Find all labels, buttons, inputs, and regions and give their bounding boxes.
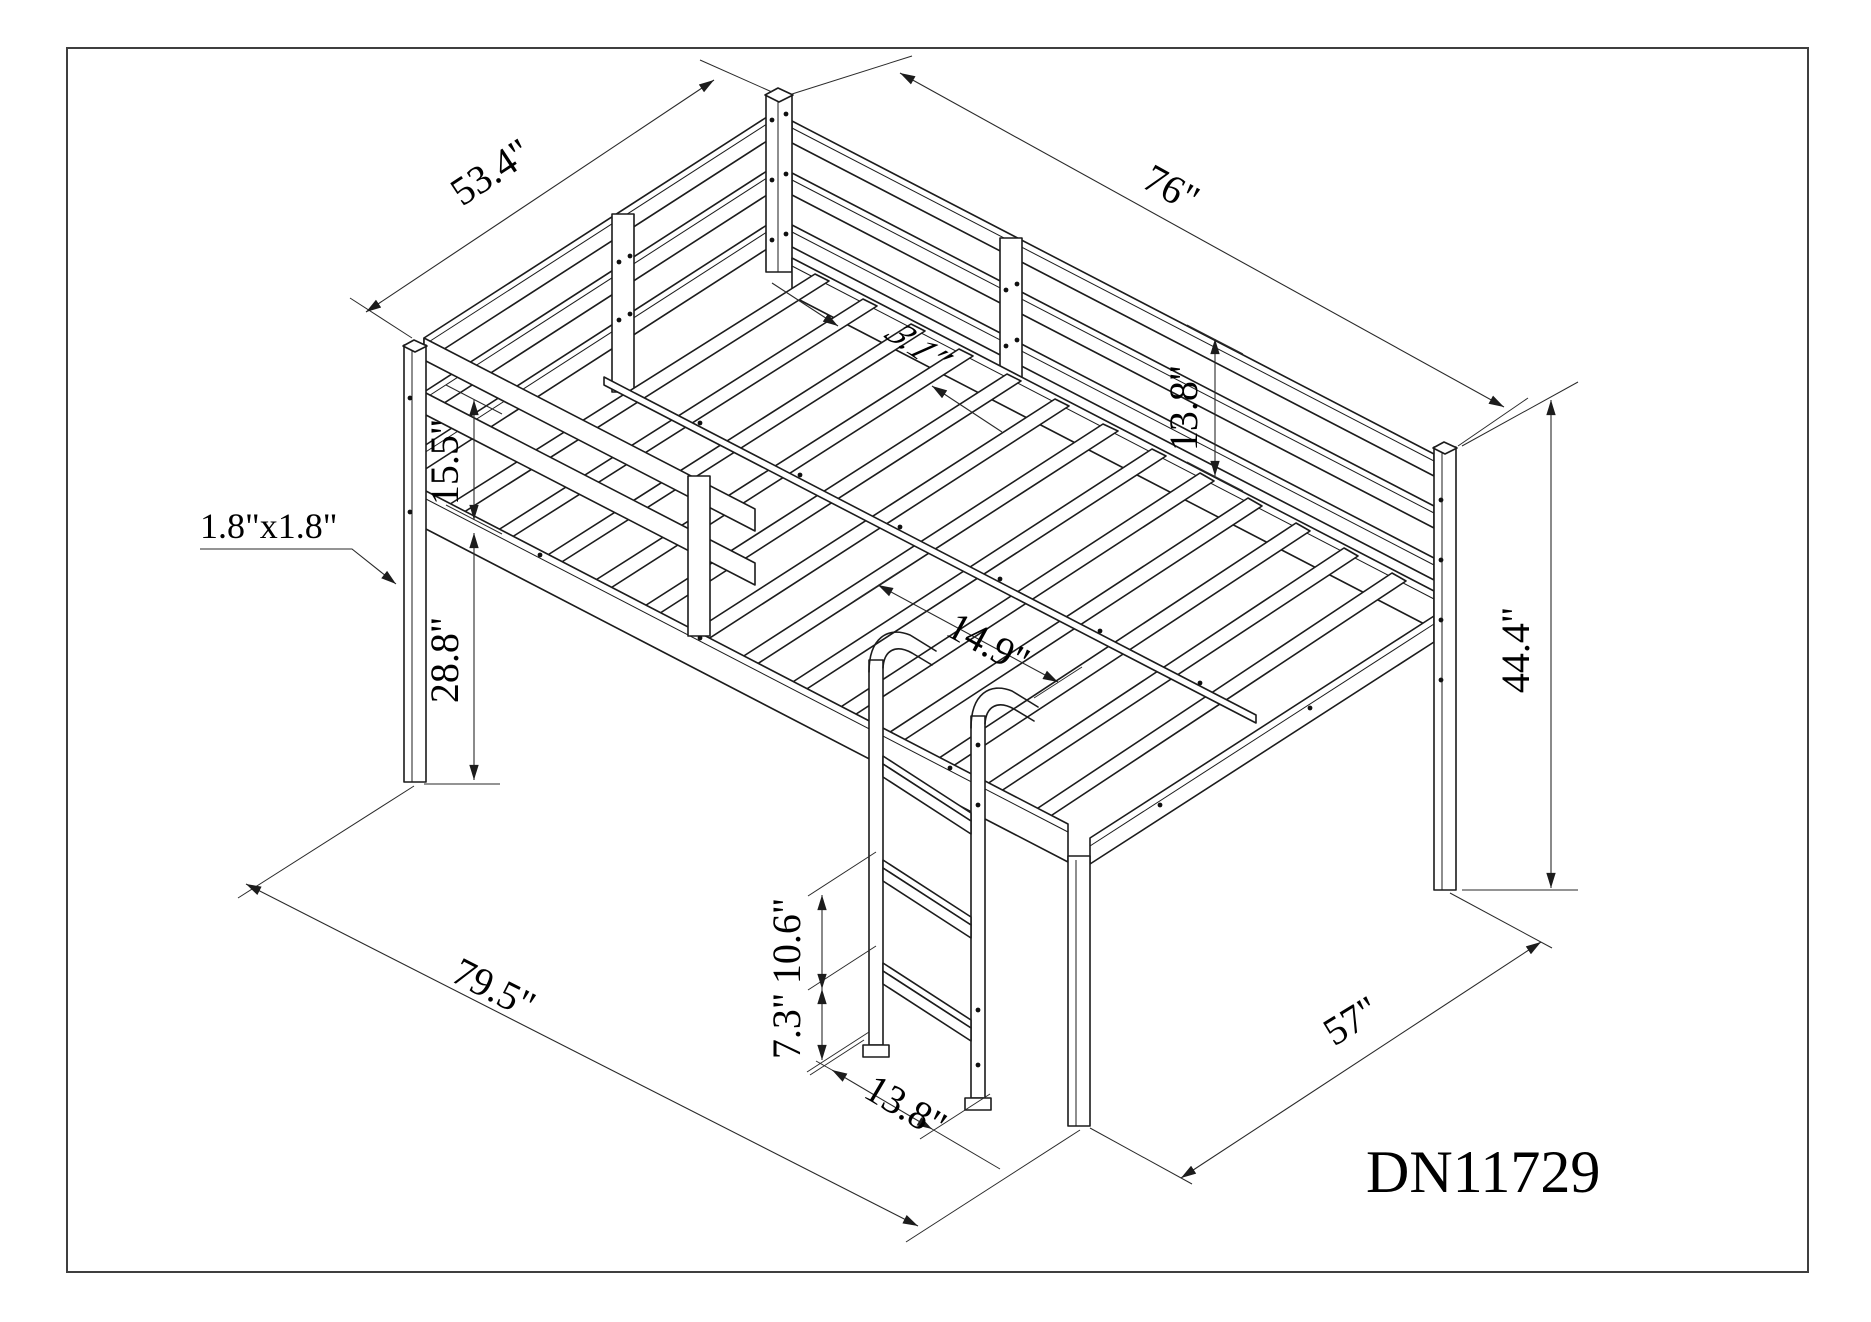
dim-post-section-label: 1.8"x1.8" (200, 506, 337, 546)
dimension-top-rail-length: 53.4" (349, 59, 773, 339)
dimension-guard-to-deck: 15.5" (422, 384, 503, 535)
dim-rung-spacing-label: 10.6" (764, 898, 809, 984)
drawing-border (66, 47, 1809, 1273)
ladder-right-stringer (970, 715, 986, 1099)
product-code: DN11729 (1366, 1139, 1600, 1205)
front-post (1067, 855, 1091, 1127)
dim-overall-width-label: 57" (1315, 987, 1387, 1055)
dim-guard-to-deck-label: 15.5" (422, 419, 467, 505)
front-guardrail (423, 337, 756, 637)
dim-guard-height-label: 13.8" (1161, 365, 1206, 451)
right-post (1432, 441, 1458, 891)
dimension-post-section: 1.8"x1.8" (200, 506, 397, 585)
head-guardrail-post (611, 213, 635, 393)
left-post (402, 339, 428, 783)
dim-overall-length-label: 79.5" (445, 948, 542, 1027)
dim-ladder-width-label: 13.8" (857, 1065, 954, 1148)
ladder-right-foot (964, 1097, 992, 1111)
dimension-rung-spacing: 10.6" (764, 851, 877, 991)
dim-bottom-rung-height-label: 7.3" (764, 993, 809, 1059)
dim-bed-length-label: 76" (1136, 155, 1207, 222)
dimension-under-clearance: 28.8" (422, 533, 500, 785)
dimension-bottom-rung-height: 7.3" (764, 989, 870, 1073)
dim-under-clearance-label: 28.8" (422, 617, 467, 703)
dimension-overall-height: 44.4" (1461, 381, 1579, 891)
bed-frame (402, 87, 1458, 1127)
ladder-left-foot (862, 1044, 890, 1058)
side-guardrail-post (999, 237, 1023, 379)
dimension-guard-height: 13.8" (1161, 324, 1244, 492)
back-post (764, 87, 794, 273)
dim-overall-height-label: 44.4" (1493, 607, 1538, 693)
dim-top-rail-length-label: 53.4" (442, 129, 539, 214)
